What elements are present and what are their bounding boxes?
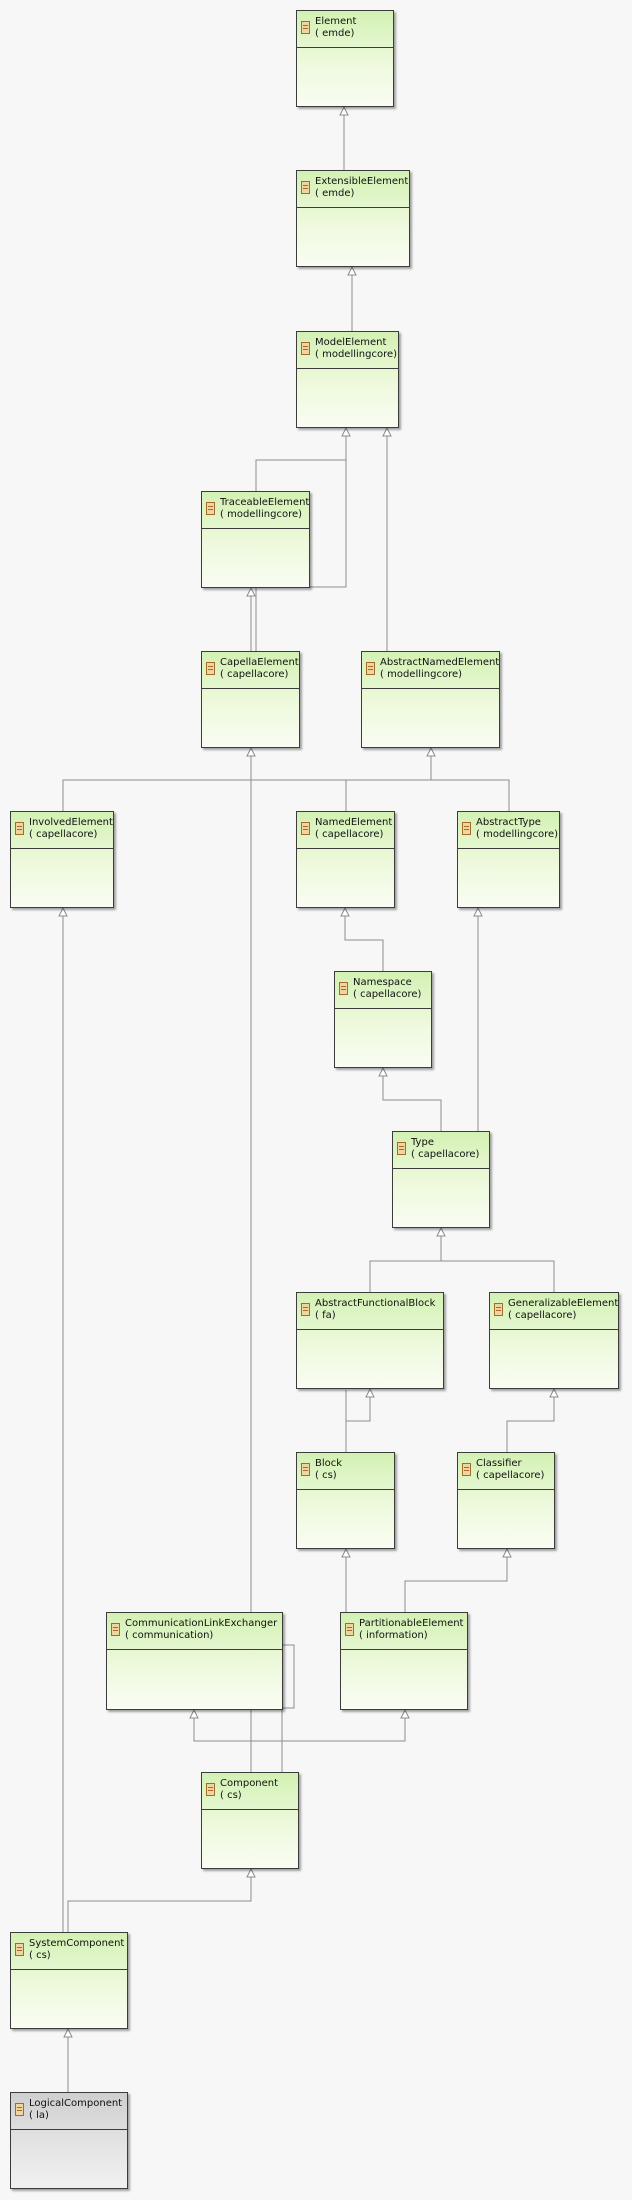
class-block[interactable]: Block ( cs) <box>296 1452 395 1549</box>
class-package: ( cs) <box>220 1790 242 1801</box>
edge-namespace-to-named <box>344 908 384 972</box>
class-icon <box>301 1463 310 1476</box>
class-involved-element[interactable]: InvolvedElement ( capellacore) <box>10 811 114 908</box>
class-name: TraceableElement <box>220 497 309 508</box>
class-icon <box>15 1943 24 1956</box>
class-name: Block <box>315 1458 343 1469</box>
class-component[interactable]: Component ( cs) <box>201 1772 299 1869</box>
class-name: AbstractNamedElement <box>380 657 499 668</box>
class-icon <box>339 982 348 995</box>
class-classifier[interactable]: Classifier ( capellacore) <box>457 1452 555 1549</box>
class-icon <box>15 822 24 835</box>
class-package: ( capellacore) <box>476 1470 545 1481</box>
class-icon <box>111 1623 120 1636</box>
class-icon <box>206 662 215 675</box>
class-package: ( capellacore) <box>220 669 289 680</box>
class-model-element[interactable]: ModelElement ( modellingcore) <box>296 331 399 428</box>
class-icon <box>206 1783 215 1796</box>
class-abstract-type[interactable]: AbstractType ( modellingcore) <box>457 811 560 908</box>
class-communication-link-exchanger[interactable]: CommunicationLinkExchanger ( communicati… <box>106 1612 283 1710</box>
edge-system-to-component <box>67 1869 252 1933</box>
class-extensible-element[interactable]: ExtensibleElement ( emde) <box>296 170 410 267</box>
class-package: ( communication) <box>125 1630 214 1641</box>
edge-afb-to-type <box>369 1228 442 1293</box>
class-named-element[interactable]: NamedElement ( capellacore) <box>296 811 395 908</box>
class-icon <box>301 1303 310 1316</box>
class-name: AbstractFunctionalBlock <box>315 1298 436 1309</box>
class-name: Namespace <box>353 977 412 988</box>
class-package: ( capellacore) <box>315 829 384 840</box>
edge-generalizable-to-type <box>441 1260 555 1293</box>
class-package: ( modellingcore) <box>476 829 559 840</box>
class-icon <box>462 1463 471 1476</box>
class-package: ( emde) <box>315 188 355 199</box>
edge-block-to-afb <box>345 1389 371 1453</box>
class-package: ( fa) <box>315 1310 336 1321</box>
class-icon <box>301 181 310 194</box>
class-package: ( capellacore) <box>353 989 422 1000</box>
class-traceable-element[interactable]: TraceableElement ( modellingcore) <box>201 491 310 588</box>
class-icon <box>301 822 310 835</box>
class-name: CommunicationLinkExchanger <box>125 1618 278 1629</box>
class-name: AbstractType <box>476 817 541 828</box>
class-name: GeneralizableElement <box>508 1298 618 1309</box>
class-icon <box>366 662 375 675</box>
class-package: ( capellacore) <box>411 1149 480 1160</box>
class-name: LogicalComponent <box>29 2098 123 2109</box>
class-icon <box>15 2103 24 2116</box>
class-package: ( modellingcore) <box>380 669 463 680</box>
edge-traceable-to-model <box>255 428 347 492</box>
class-icon <box>301 342 310 355</box>
class-package: ( modellingcore) <box>315 349 398 360</box>
class-package: ( cs) <box>315 1470 337 1481</box>
class-package: ( cs) <box>29 1950 51 1961</box>
edge-component-to-cle <box>193 1710 252 1773</box>
edge-classifier-to-generalizable <box>506 1389 555 1453</box>
class-generalizable-element[interactable]: GeneralizableElement ( capellacore) <box>489 1292 619 1389</box>
class-partitionable-element[interactable]: PartitionableElement ( information) <box>340 1612 468 1710</box>
edge-abstracttype-to-abstractnamed <box>431 779 510 812</box>
class-name: ModelElement <box>315 337 387 348</box>
class-abstract-functional-block[interactable]: AbstractFunctionalBlock ( fa) <box>296 1292 444 1389</box>
class-package: ( la) <box>29 2110 49 2121</box>
class-name: Component <box>220 1778 279 1789</box>
class-package: ( modellingcore) <box>220 509 303 520</box>
class-name: InvolvedElement <box>29 817 113 828</box>
class-name: CapellaElement <box>220 657 299 668</box>
edge-partitionable-to-classifier <box>404 1549 508 1613</box>
class-package: ( capellacore) <box>29 829 98 840</box>
class-element[interactable]: Element ( emde) <box>296 10 394 107</box>
class-name: NamedElement <box>315 817 393 828</box>
class-package: ( capellacore) <box>508 1310 577 1321</box>
class-icon <box>494 1303 503 1316</box>
class-package: ( emde) <box>315 28 355 39</box>
class-icon <box>462 822 471 835</box>
class-name: PartitionableElement <box>359 1618 464 1629</box>
edge-involved-to-abstractnamed <box>62 748 432 812</box>
class-icon <box>345 1623 354 1636</box>
class-name: Element <box>315 16 357 27</box>
class-namespace[interactable]: Namespace ( capellacore) <box>334 971 432 1068</box>
edge-component-to-block <box>281 1644 295 1773</box>
class-name: Classifier <box>476 1458 522 1469</box>
class-abstract-named-element[interactable]: AbstractNamedElement ( modellingcore) <box>361 651 500 748</box>
edge-component-to-partitionable <box>251 1710 406 1742</box>
class-icon <box>301 21 310 34</box>
class-package: ( information) <box>359 1630 428 1641</box>
class-icon <box>206 502 215 515</box>
class-name: ExtensibleElement <box>315 176 409 187</box>
class-name: Type <box>411 1137 434 1148</box>
class-capella-element[interactable]: CapellaElement ( capellacore) <box>201 651 300 748</box>
class-name: SystemComponent <box>29 1938 125 1949</box>
edge-type-to-namespace <box>382 1068 442 1132</box>
class-logical-component[interactable]: LogicalComponent ( la) <box>10 2092 128 2189</box>
class-icon <box>397 1142 406 1155</box>
class-system-component[interactable]: SystemComponent ( cs) <box>10 1932 128 2029</box>
class-type[interactable]: Type ( capellacore) <box>392 1131 490 1228</box>
